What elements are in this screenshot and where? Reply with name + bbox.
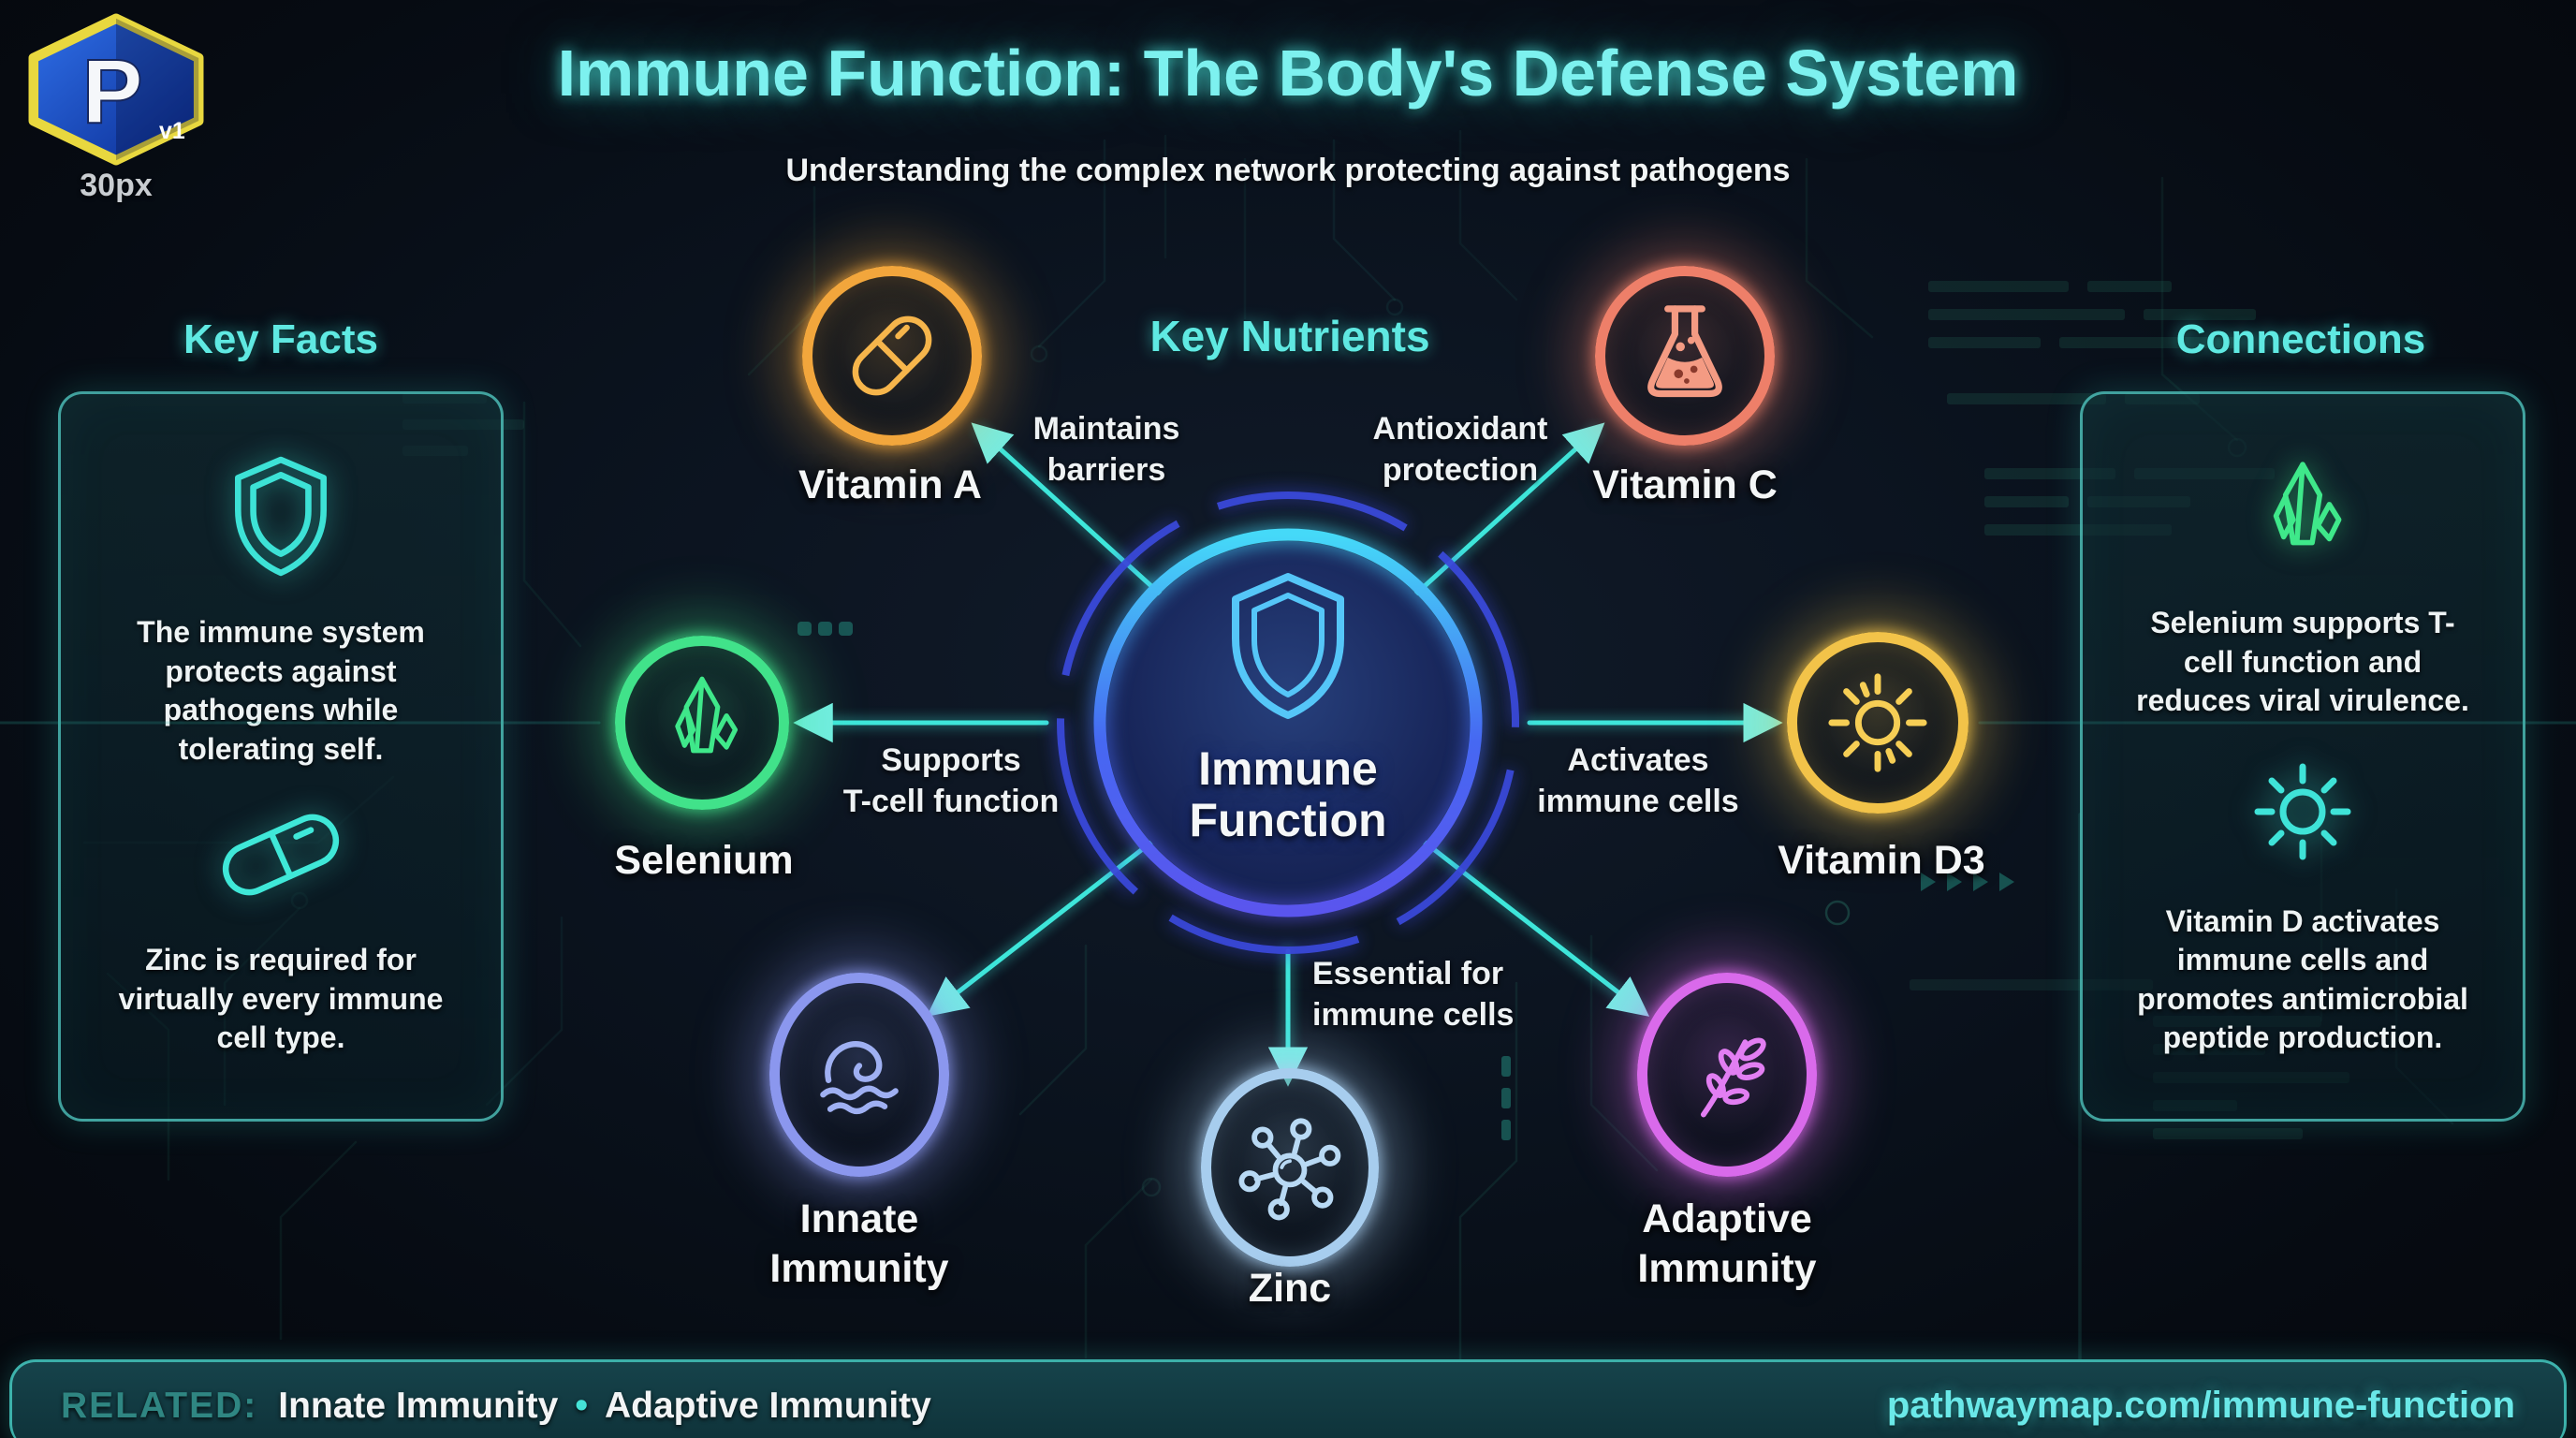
- key-fact-text: The immune system protects against patho…: [137, 614, 425, 766]
- hub-label: Immune Function: [1101, 743, 1475, 846]
- connection-text: Vitamin D activates immune cells and pro…: [2137, 903, 2468, 1055]
- edge-label-line: Maintains: [1032, 411, 1180, 447]
- node-label-zinc: Zinc: [1248, 1266, 1332, 1311]
- edge-label-line: Supports: [881, 742, 1021, 778]
- connections-panel: Selenium supports T-cell function and re…: [2080, 391, 2525, 1122]
- logo-size-label: 30px: [80, 168, 153, 203]
- sun-icon: [1828, 673, 1927, 772]
- related-item: Innate Immunity: [278, 1385, 559, 1426]
- node-zinc: [1201, 1068, 1379, 1267]
- edge-innate-arrow: [926, 829, 1168, 1017]
- edge-label-supports-tcell: Supports T-cell function: [843, 740, 1059, 822]
- node-label-vitamin-c: Vitamin C: [1592, 462, 1778, 507]
- shield-icon: [1232, 573, 1344, 719]
- molecule-icon: [1238, 1118, 1341, 1221]
- edge-label-line: immune cells: [1537, 784, 1739, 819]
- edge-label-line: protection: [1382, 452, 1539, 488]
- connection-text: Selenium supports T-cell function and re…: [2136, 605, 2469, 718]
- source-url: pathwaymap.com/immune-function: [1886, 1385, 2515, 1426]
- node-label-vitamin-a: Vitamin A: [798, 462, 982, 507]
- node-label-selenium: Selenium: [614, 838, 794, 883]
- edge-label-line: barriers: [1046, 452, 1166, 488]
- related-label: RELATED:: [61, 1385, 258, 1426]
- edge-label-line: T-cell function: [842, 784, 1060, 819]
- crystal-icon: [2273, 462, 2342, 546]
- node-selenium: [615, 636, 789, 810]
- sun-icon: [2254, 763, 2351, 860]
- key-nutrients-heading: Key Nutrients: [1149, 312, 1430, 360]
- related-item: Adaptive Immunity: [604, 1385, 931, 1426]
- edge-label-line: immune cells: [1312, 997, 1515, 1033]
- edge-label-line: Essential for: [1312, 956, 1504, 991]
- footer-bar: RELATED: Innate Immunity • Adaptive Immu…: [9, 1359, 2567, 1438]
- hub-label-line1: Immune: [1198, 742, 1378, 795]
- key-facts-panel: The immune system protects against patho…: [58, 391, 504, 1122]
- node-adaptive-immunity: [1637, 973, 1817, 1177]
- flask-icon: [1647, 305, 1722, 398]
- leaf-branch-icon: [1700, 1037, 1766, 1118]
- node-vitamin-c: [1595, 266, 1775, 446]
- node-vitamin-a: [802, 266, 982, 446]
- node-vitamin-d3: [1787, 632, 1969, 814]
- edge-adaptive-arrow: [1408, 829, 1650, 1017]
- key-fact-text: Zinc is required for virtually every imm…: [118, 943, 444, 1055]
- crystal-icon: [675, 676, 739, 754]
- shield-icon: [235, 456, 327, 577]
- immune-function-hub: [1054, 489, 1522, 957]
- connections-heading: Connections: [2175, 316, 2426, 362]
- page-title: Immune Function: The Body's Defense Syst…: [557, 37, 2019, 110]
- edge-label-essential-immune-cells: Essential for immune cells: [1312, 953, 1514, 1035]
- capsule-icon: [852, 315, 932, 396]
- logo-version: v1: [159, 118, 185, 144]
- edge-label-line: Antioxidant: [1372, 411, 1548, 447]
- logo: P v1 30px: [26, 13, 206, 204]
- hub-label-line2: Function: [1189, 794, 1387, 846]
- capsule-icon: [222, 814, 340, 896]
- key-facts-heading: Key Facts: [183, 316, 378, 362]
- edge-label-line: Activates: [1567, 742, 1709, 778]
- p-logo-icon: P v1: [28, 13, 204, 166]
- edge-label-activates-immune-cells: Activates immune cells: [1537, 740, 1738, 822]
- wave-icon: [820, 1041, 899, 1115]
- node-label-adaptive-immunity: Adaptive Immunity: [1637, 1196, 1817, 1291]
- node-label-innate-immunity: Innate Immunity: [769, 1196, 949, 1291]
- logo-letter: P: [82, 39, 143, 142]
- related-links: RELATED: Innate Immunity • Adaptive Immu…: [61, 1386, 931, 1427]
- edge-label-maintains-barriers: Maintains barriers: [1033, 408, 1180, 491]
- dot-separator: •: [575, 1385, 588, 1426]
- edge-label-antioxidant-protection: Antioxidant protection: [1373, 408, 1548, 491]
- page-subtitle: Understanding the complex network protec…: [785, 153, 1791, 188]
- node-innate-immunity: [769, 973, 949, 1177]
- node-label-vitamin-d3: Vitamin D3: [1778, 838, 1985, 883]
